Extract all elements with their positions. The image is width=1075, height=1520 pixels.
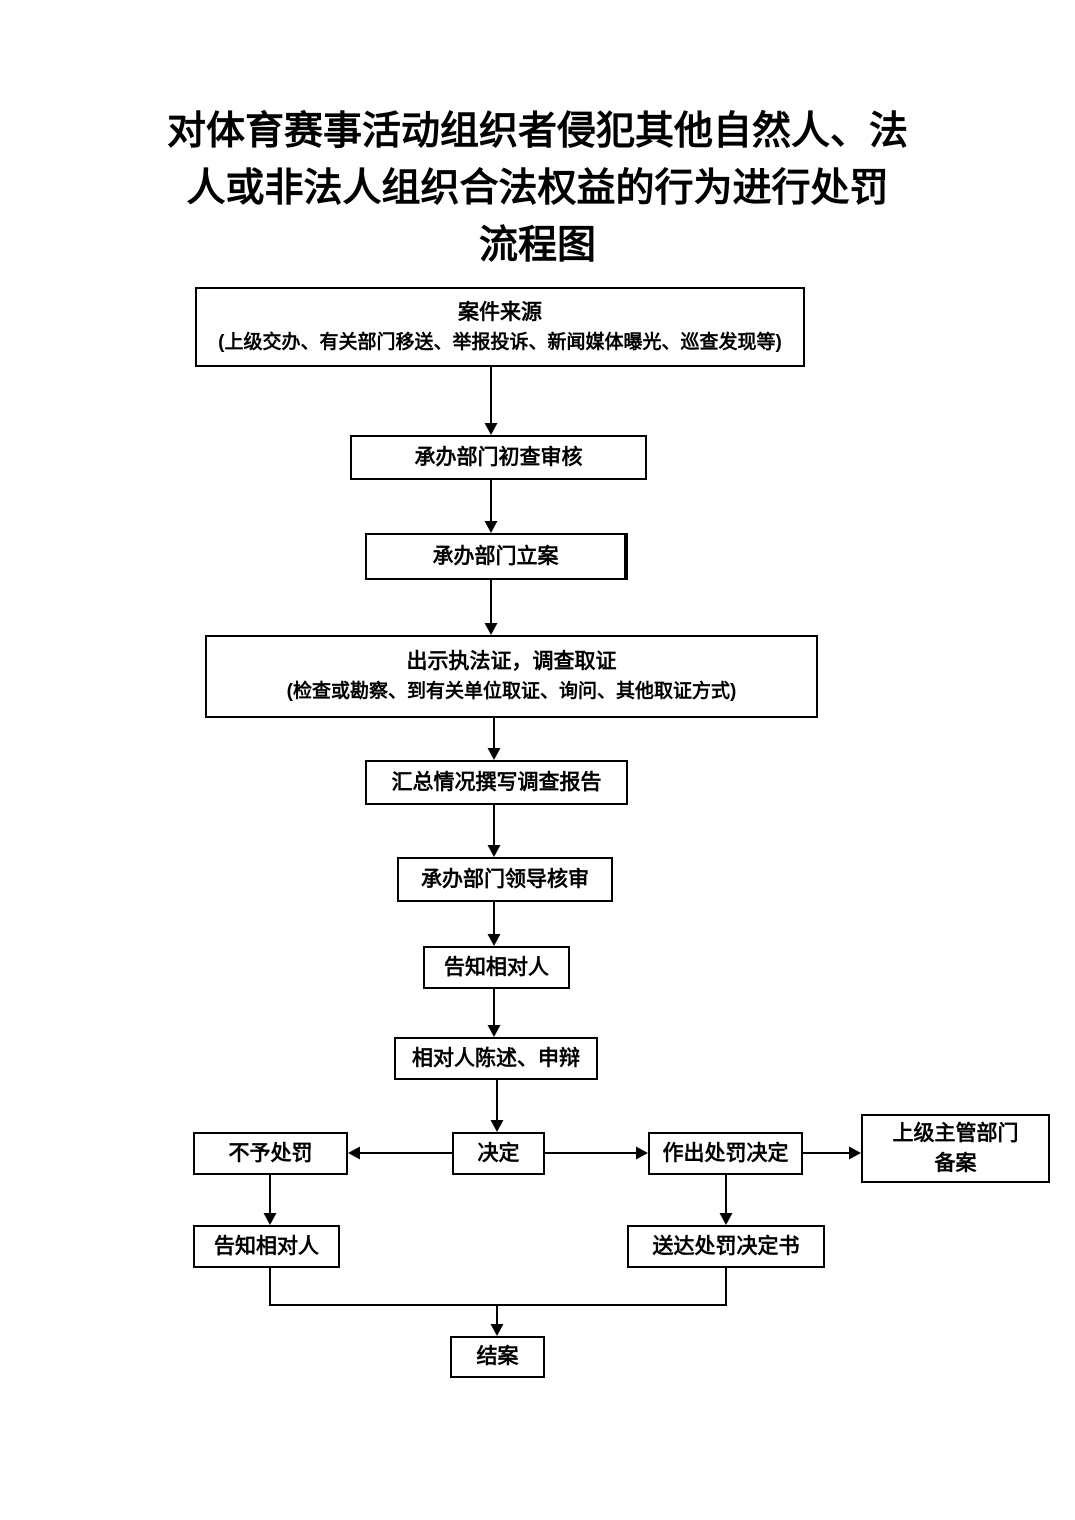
node-notify-party-no-penalty-label: 告知相对人 [214,1234,319,1258]
node-case-closed-label: 结案 [476,1345,519,1368]
node-deliver-decision: 送达处罚决定书 [627,1225,825,1268]
node-evidence-collection-detail: (检查或勘察、到有关单位取证、询问、其他取证方式) [286,681,737,702]
connector-notify-to-statement [487,989,501,1037]
node-statement-defense: 相对人陈述、申辩 [394,1037,598,1080]
node-investigation-report-label: 汇总情况撰写调查报告 [391,770,602,794]
page-title-line-2: 人或非法人组织合法权益的行为进行处罚 [186,167,889,210]
connector-statement-to-decision [490,1080,504,1132]
node-initial-review: 承办部门初查审核 [350,435,647,480]
connector-leader-review-to-notify [487,902,501,946]
node-statement-defense-label: 相对人陈述、申辩 [412,1046,580,1070]
node-decision: 决定 [452,1132,545,1175]
page-title-line-1: 对体育赛事活动组织者侵犯其他自然人、法 [166,110,908,153]
node-make-penalty-decision-label: 作出处罚决定 [662,1141,789,1165]
node-make-penalty-decision: 作出处罚决定 [648,1132,803,1175]
node-leader-review: 承办部门领导核审 [397,857,613,902]
node-superior-filing-line-1: 上级主管部门 [892,1121,1019,1145]
node-case-filing: 承办部门立案 [365,533,628,580]
node-decision-label: 决定 [477,1141,520,1165]
connector-evidence-to-report [487,718,501,760]
node-notify-party-label: 告知相对人 [444,955,549,979]
node-deliver-decision-label: 送达处罚决定书 [652,1234,800,1258]
node-superior-filing: 上级主管部门 备案 [861,1114,1050,1183]
connector-report-to-leader-review [487,805,501,857]
connector-decision-to-no-penalty [348,1146,452,1160]
node-superior-filing-line-2: 备案 [934,1151,977,1175]
connector-case-source-to-initial-review [484,367,498,435]
node-case-source: 案件来源 (上级交办、有关部门移送、举报投诉、新闻媒体曝光、巡查发现等) [195,287,805,367]
node-case-source-title: 案件来源 [458,300,542,324]
connector-decision-to-penalty-decision [545,1146,648,1160]
connector-initial-review-to-case-filing [484,480,498,533]
connector-merge-to-case-closed [490,1305,504,1336]
page-title-line-3: 流程图 [478,224,596,267]
node-case-source-detail: (上级交办、有关部门移送、举报投诉、新闻媒体曝光、巡查发现等) [218,331,782,353]
node-notify-party: 告知相对人 [423,946,570,989]
node-no-penalty: 不予处罚 [193,1132,348,1175]
node-evidence-collection-title: 出示执法证，调查取证 [406,650,617,673]
node-case-filing-label: 承办部门立案 [432,544,559,568]
node-evidence-collection: 出示执法证，调查取证 (检查或勘察、到有关单位取证、询问、其他取证方式) [205,635,818,718]
node-case-closed: 结案 [450,1336,545,1378]
connector-penalty-decision-to-superior-filing [803,1146,861,1160]
node-leader-review-label: 承办部门领导核审 [421,867,589,891]
connector-merge-elbow [269,1268,727,1306]
connector-case-filing-to-evidence [484,580,498,635]
page-title: 对体育赛事活动组织者侵犯其他自然人、法 人或非法人组织合法权益的行为进行处罚 流… [0,103,1075,274]
node-no-penalty-label: 不予处罚 [228,1141,313,1165]
connector-penalty-decision-to-deliver [719,1175,733,1225]
node-investigation-report: 汇总情况撰写调查报告 [365,760,628,805]
node-notify-party-no-penalty: 告知相对人 [193,1225,340,1268]
connector-no-penalty-to-notify [263,1175,277,1225]
node-initial-review-label: 承办部门初查审核 [414,445,583,469]
